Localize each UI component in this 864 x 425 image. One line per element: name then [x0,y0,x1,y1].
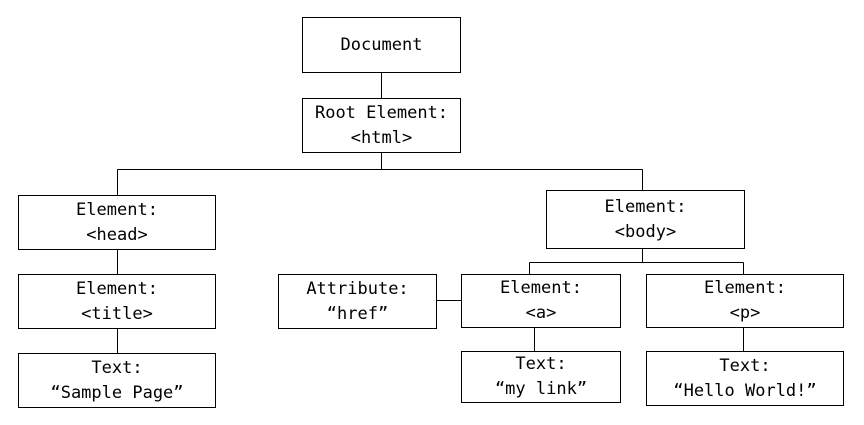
node-text-hello-world: Text: “Hello World!” [646,351,844,406]
node-text-hello-world-type: Text: [719,355,771,376]
node-root-html-type: Root Element: [314,102,449,123]
node-root-html-tag: <html> [350,127,413,148]
node-root-html: Root Element: <html> [302,98,461,153]
node-anchor-type: Element: [500,278,582,298]
node-paragraph-type: Element: [704,278,786,298]
node-body-type: Element: [604,196,687,217]
node-attribute-value: “href” [326,303,389,324]
node-head-type: Element: [76,199,158,220]
node-title-tag: <title> [81,303,153,324]
node-head: Element: <head> [18,195,216,250]
node-title-type: Element: [76,278,158,299]
node-text-sample-page: Text: “Sample Page” [18,353,216,408]
node-text-my-link-value: “my link” [494,379,588,399]
node-text-sample-page-type: Text: [91,357,143,378]
node-paragraph: Element: <p> [646,274,844,328]
node-attribute-type: Attribute: [306,278,409,299]
node-body: Element: <body> [546,190,745,249]
node-document: Document [302,17,461,73]
node-document-label: Document [340,34,423,55]
node-body-tag: <body> [614,221,677,242]
node-paragraph-tag: <p> [729,303,761,323]
node-anchor-tag: <a> [525,303,557,323]
node-text-my-link: Text: “my link” [461,351,621,403]
node-text-sample-page-value: “Sample Page” [50,382,184,403]
node-text-my-link-type: Text: [515,354,567,374]
node-text-hello-world-value: “Hello World!” [673,380,817,401]
node-head-tag: <head> [86,224,148,245]
node-attribute-href: Attribute: “href” [278,274,437,329]
node-title: Element: <title> [18,274,216,329]
node-anchor: Element: <a> [461,274,621,328]
